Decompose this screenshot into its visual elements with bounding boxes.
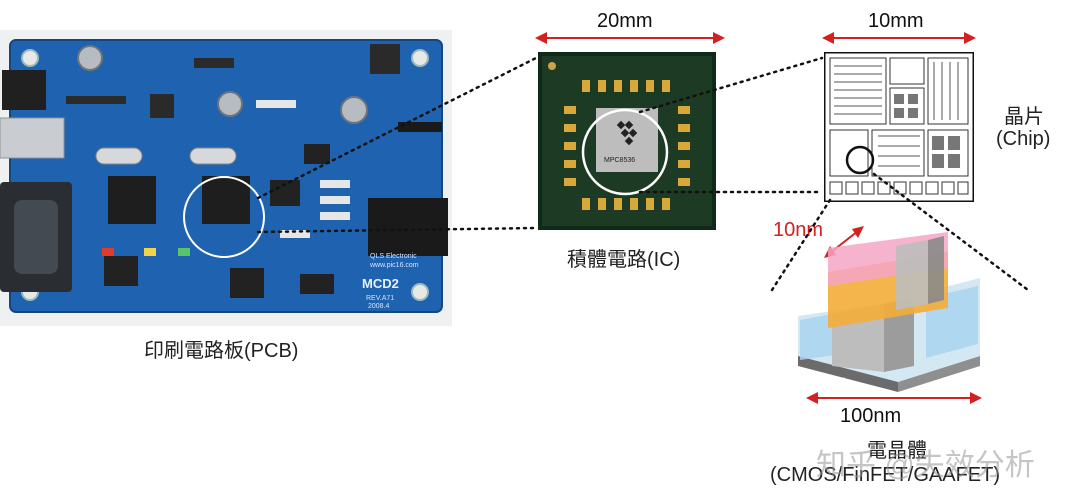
ic-size-label: 20mm — [597, 10, 653, 32]
svg-text:MCD2: MCD2 — [362, 276, 399, 291]
pcb-board-image: QLS Electronic www.pic16.com MCD2 REV.A7… — [0, 30, 452, 326]
watermark-text: 知乎 @失效分析 — [816, 449, 1035, 482]
transistor-caption-line2: (CMOS/FinFET/GAAFET) — [770, 464, 1000, 486]
transistor-3d-image: www.ansforce.com — [798, 232, 980, 392]
svg-text:2008.4: 2008.4 — [368, 303, 390, 310]
chip-dimension-arrow — [822, 32, 976, 44]
ic-dimension-arrow — [535, 32, 725, 44]
svg-text:REV.A71: REV.A71 — [366, 295, 394, 302]
transistor-caption-line1: 電晶體 — [867, 440, 927, 462]
ic-caption: 積體電路(IC) — [567, 249, 681, 271]
transistor-dimension-arrow — [806, 392, 982, 404]
chip-size-label: 10mm — [868, 10, 924, 32]
transistor-size-label: 100nm — [840, 405, 902, 427]
ic-chip-marking: MPC8536 — [604, 157, 635, 164]
svg-text:www.pic16.com: www.pic16.com — [369, 262, 419, 269]
svg-text:QLS Electronic: QLS Electronic — [370, 253, 417, 260]
ic-package-image: MPC8536 — [538, 52, 716, 230]
transistor-gate-size-label: 10nm — [773, 219, 824, 241]
chip-caption-line1: 晶片 — [1004, 106, 1044, 128]
chip-die-image — [824, 52, 974, 202]
pcb-caption: 印刷電路板(PCB) — [144, 340, 299, 362]
chip-caption-line2: (Chip) — [996, 128, 1051, 150]
